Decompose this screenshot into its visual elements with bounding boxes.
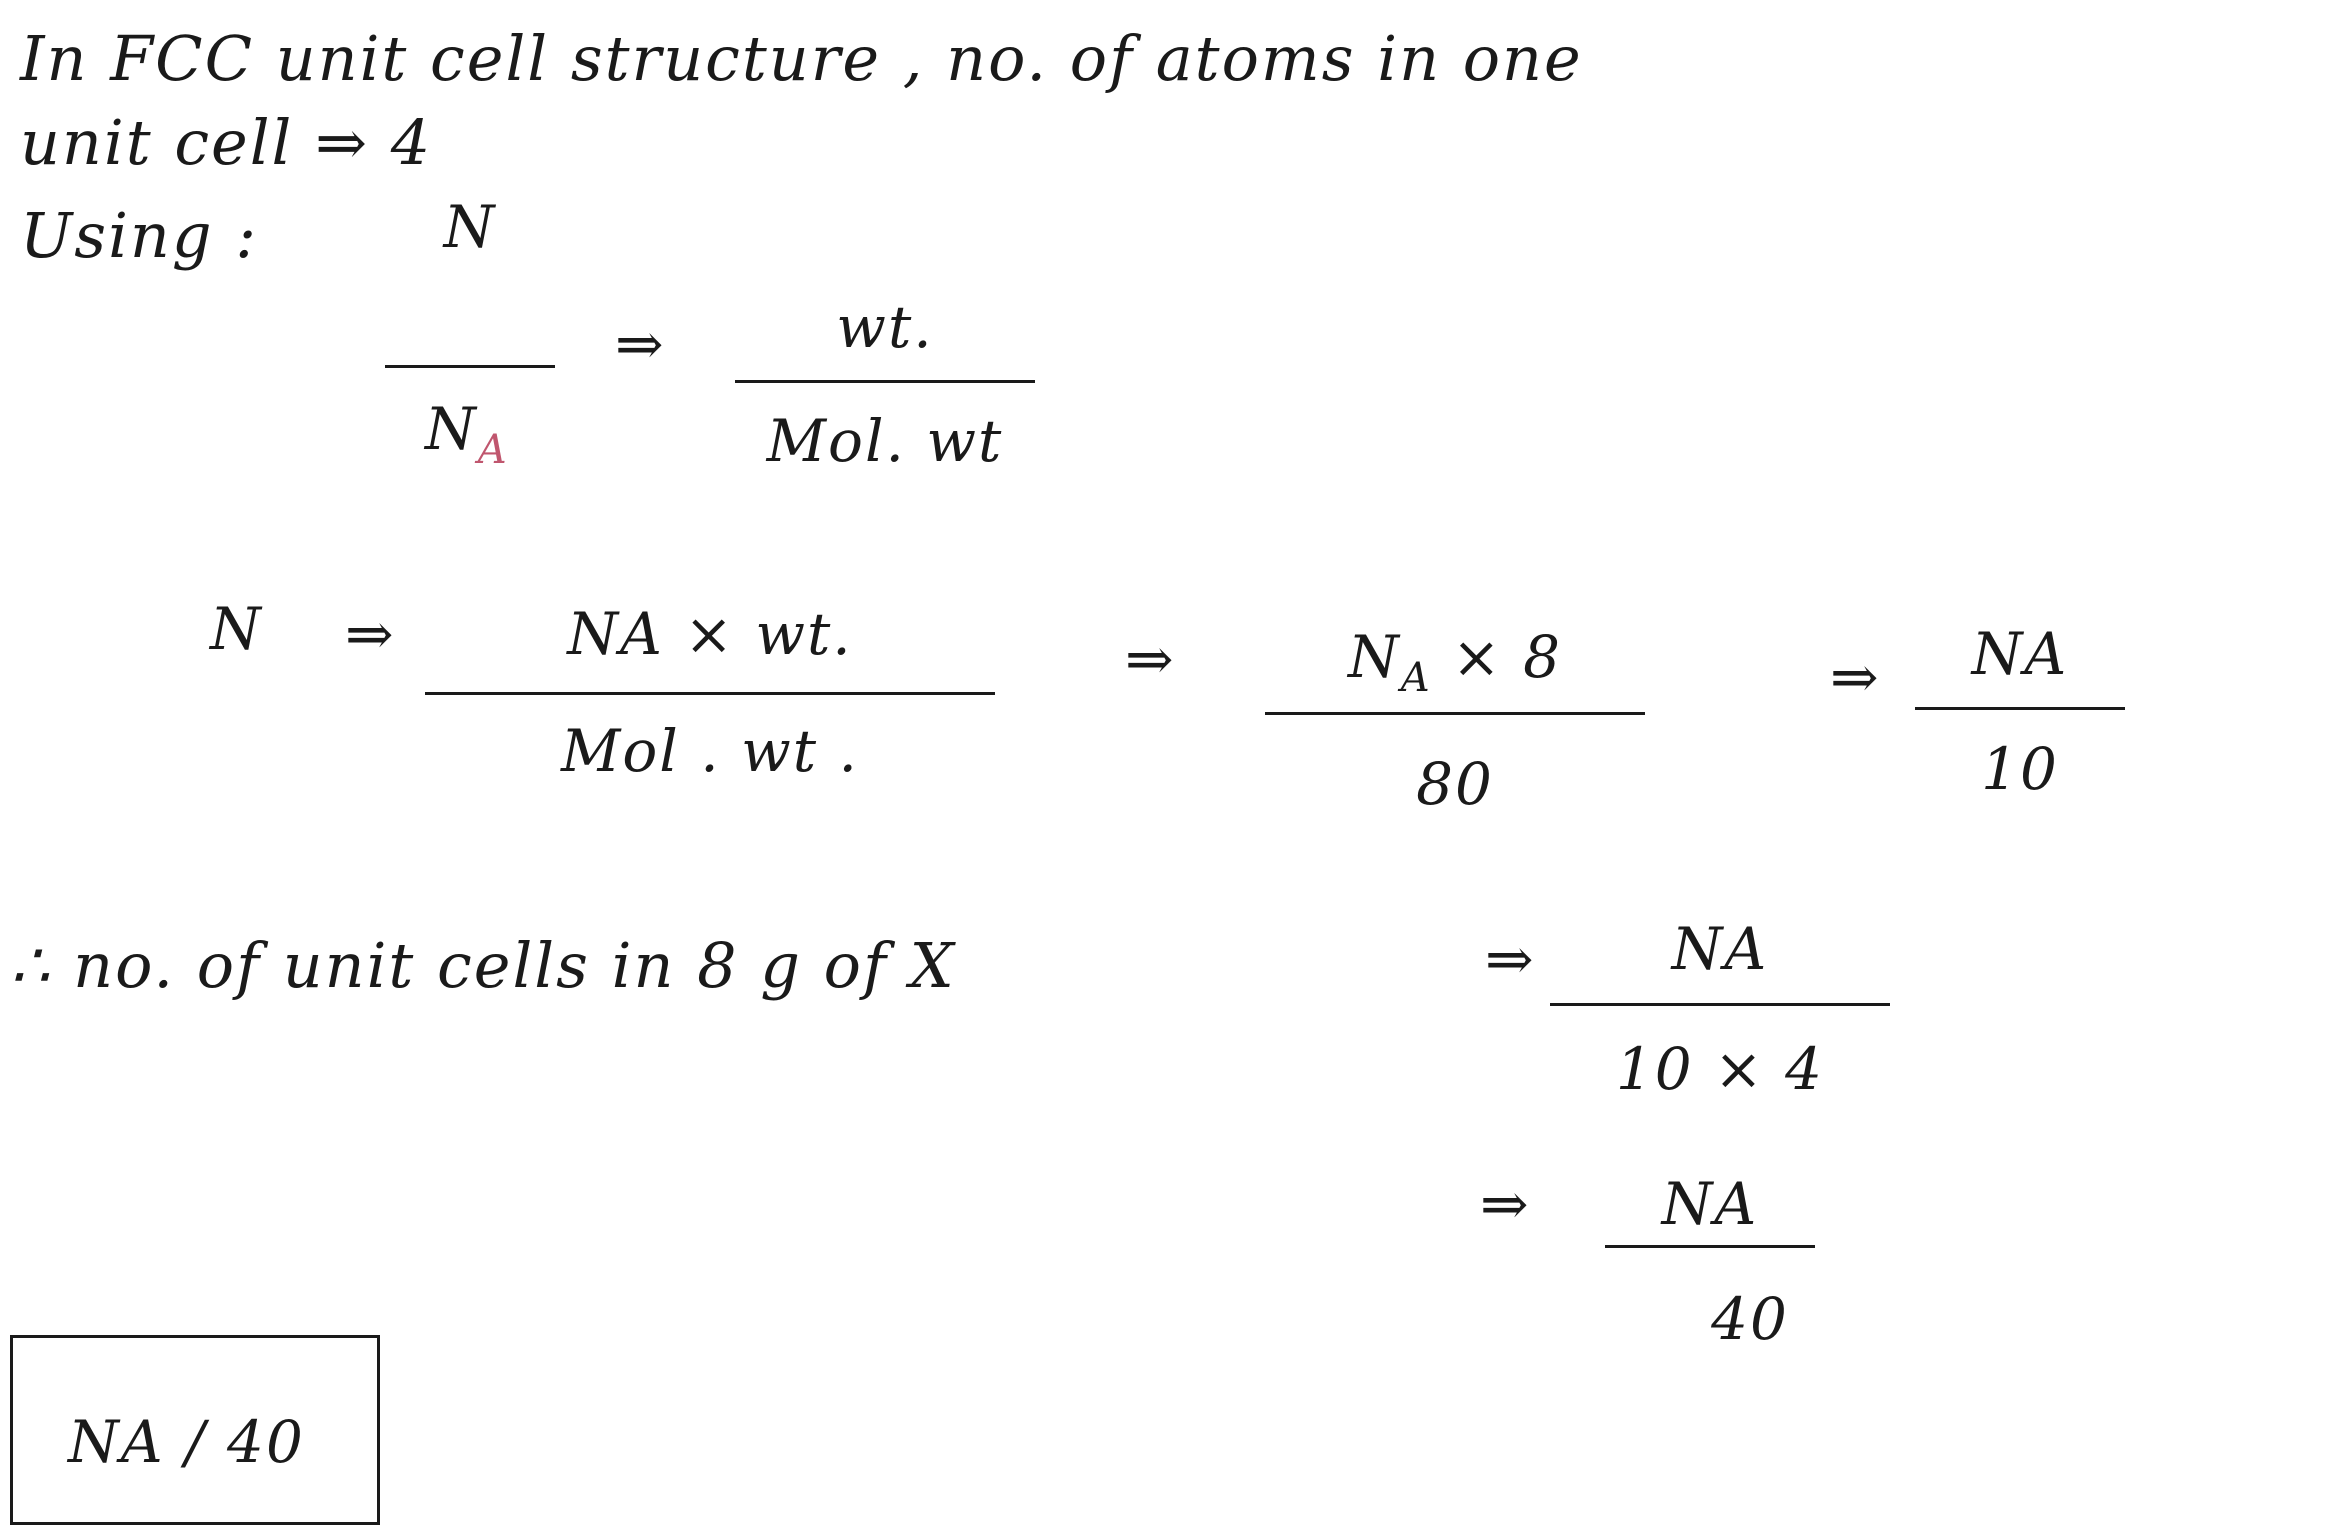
unit-cells-statement: ∴ no. of unit cells in 8 g of X [10, 929, 956, 1002]
fraction-numerator: N [443, 193, 497, 261]
fraction-bar [1915, 707, 2125, 710]
implies-arrow: ⇒ [1830, 643, 1881, 711]
fraction-bar [425, 692, 995, 695]
fraction-bar [1605, 1245, 1815, 1248]
fraction-denominator: 10 [1981, 735, 2059, 803]
subscript-a: A [1400, 655, 1432, 701]
fraction-numerator: wt. [836, 293, 934, 361]
fraction-numerator: NA [1661, 1170, 1759, 1238]
fraction-bar [1265, 712, 1645, 715]
final-answer: NA / 40 [68, 1408, 305, 1476]
fraction-denominator: NA [425, 395, 509, 473]
fraction-denominator: 40 [1711, 1285, 1789, 1353]
implies-arrow: ⇒ [615, 310, 666, 378]
implies-arrow: ⇒ [1480, 1170, 1531, 1238]
fraction-bar [735, 380, 1035, 383]
fraction-numerator: NA [1971, 620, 2069, 688]
fraction-denominator: Mol . wt . [561, 717, 859, 785]
implies-arrow: ⇒ [345, 600, 396, 668]
answer-box: NA / 40 [10, 1335, 380, 1525]
fraction-denominator: 10 × 4 [1615, 1035, 1825, 1103]
statement-line-2: unit cell ⇒ 4 [20, 106, 433, 179]
implies-arrow: ⇒ [1125, 625, 1176, 693]
eq2-lhs: N [210, 595, 263, 663]
fraction-numerator: NA × wt. [567, 600, 853, 668]
fraction-denominator: 80 [1416, 750, 1494, 818]
fraction-numerator: NA [1671, 915, 1769, 983]
fraction-bar [1550, 1003, 1890, 1006]
fraction-denominator: Mol. wt [766, 407, 1004, 475]
statement-line-1: In FCC unit cell structure , no. of atom… [20, 22, 1583, 95]
implies-arrow: ⇒ [1485, 925, 1536, 993]
using-label: Using : [20, 199, 259, 272]
fraction-numerator: NA × 8 [1347, 623, 1562, 701]
fraction-bar [385, 365, 555, 368]
subscript-a: A [477, 427, 509, 473]
